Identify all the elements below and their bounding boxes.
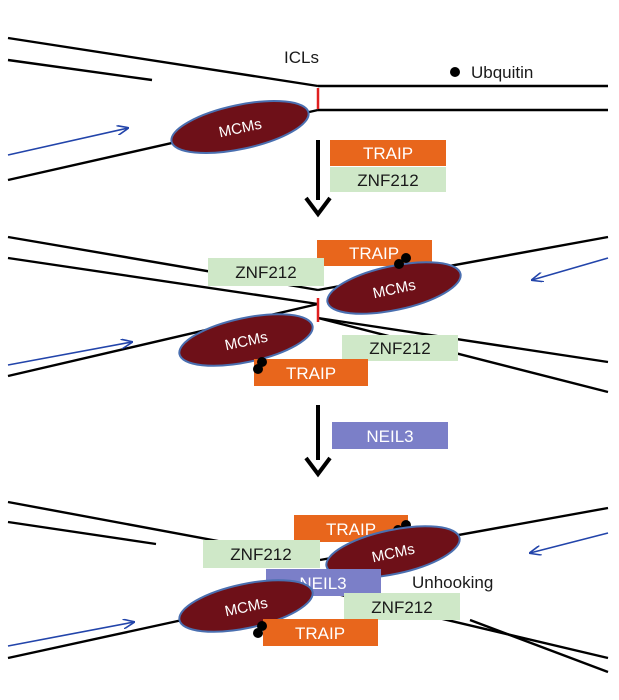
ubiquitin-icon <box>450 67 460 77</box>
svg-text:TRAIP: TRAIP <box>326 520 376 539</box>
step-arrow-2 <box>304 405 332 478</box>
panel-2-converged-forks: TRAIP ZNF212 MCMs MCMs ZNF212 TRAIP <box>7 235 609 478</box>
znf212-box-3a: ZNF212 <box>203 540 320 568</box>
neil3-box-step: NEIL3 <box>332 422 448 449</box>
znf212-box-3b: ZNF212 <box>344 593 460 620</box>
traip-box-3b: TRAIP <box>263 619 378 646</box>
traip-box-2a: TRAIP <box>317 240 432 266</box>
mcm-complex-1: MCMs <box>170 100 310 154</box>
mcm-complex-2b: MCMs <box>178 313 314 367</box>
ubiquitin-label: Ubquitin <box>471 63 533 82</box>
fork-direction-arrow-1 <box>7 128 128 156</box>
svg-text:TRAIP: TRAIP <box>286 364 336 383</box>
svg-text:ZNF212: ZNF212 <box>230 545 291 564</box>
svg-text:TRAIP: TRAIP <box>295 624 345 643</box>
znf212-box-2b: ZNF212 <box>342 335 458 361</box>
svg-text:ZNF212: ZNF212 <box>357 171 418 190</box>
znf212-box-2a: ZNF212 <box>208 258 324 286</box>
traip-box-1: TRAIP <box>330 140 446 166</box>
ubiquitin-chain-2b <box>253 357 267 374</box>
step-arrow-1 <box>304 140 332 218</box>
svg-text:TRAIP: TRAIP <box>349 244 399 263</box>
panel-3-unhooking: TRAIP ZNF212 MCMs NEIL3 Unhooking MCMs Z… <box>7 500 609 674</box>
mcm-complex-3b: MCMs <box>178 579 314 633</box>
fork-direction-arrow-2a <box>532 257 609 280</box>
panel-1-single-fork: ICLs Ubquitin MCMs TRAIP ZNF212 <box>7 36 608 218</box>
svg-text:TRAIP: TRAIP <box>363 144 413 163</box>
ubiquitin-chain-2a <box>394 253 411 269</box>
fork-direction-arrow-3b <box>7 622 134 647</box>
svg-text:ZNF212: ZNF212 <box>369 339 430 358</box>
unhooking-label: Unhooking <box>412 573 493 592</box>
ubiquitin-chain-3b <box>253 621 267 638</box>
svg-text:ZNF212: ZNF212 <box>235 263 296 282</box>
svg-text:NEIL3: NEIL3 <box>366 427 413 446</box>
svg-text:ZNF212: ZNF212 <box>371 598 432 617</box>
znf212-box-1: ZNF212 <box>330 167 446 192</box>
traip-box-2b: TRAIP <box>254 359 368 386</box>
fork-direction-arrow-2b <box>7 342 132 366</box>
icl-label: ICLs <box>284 48 319 67</box>
mcm-complex-2a: MCMs <box>326 261 462 315</box>
fork-direction-arrow-3a <box>530 532 609 553</box>
mcm-complex-3a: MCMs <box>325 525 461 579</box>
